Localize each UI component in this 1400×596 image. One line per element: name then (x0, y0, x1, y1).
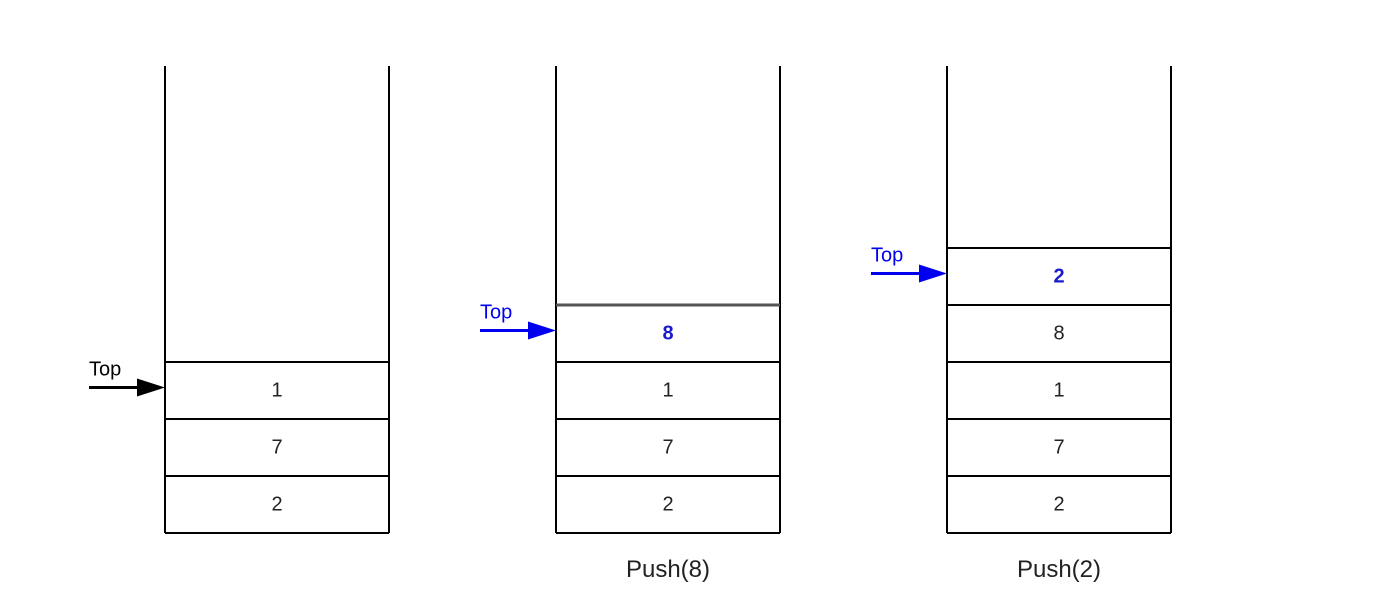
top-pointer-arrow (89, 378, 165, 397)
arrow-head (137, 378, 165, 397)
stack-caption: Push(8) (626, 556, 710, 583)
cell-value: 7 (662, 437, 673, 459)
cell-value: 1 (662, 380, 673, 402)
cell-value: 8 (1053, 323, 1064, 345)
new-cell-value: 8 (662, 323, 673, 345)
top-label: Top (89, 359, 121, 381)
cell-value: 7 (1053, 437, 1064, 459)
cell-value: 2 (271, 494, 282, 516)
cell-value: 2 (662, 494, 673, 516)
cell-value: 2 (1053, 494, 1064, 516)
new-cell-value: 2 (1053, 266, 1064, 288)
top-label: Top (871, 245, 903, 267)
stack-1: 1 7 2 Top (89, 66, 390, 534)
cell-value: 1 (271, 380, 282, 402)
top-pointer-arrow (480, 321, 556, 340)
arrow-head (528, 321, 556, 340)
top-pointer-arrow (871, 264, 947, 283)
stack-caption: Push(2) (1017, 556, 1101, 583)
cell-value: 7 (271, 437, 282, 459)
cell-value: 1 (1053, 380, 1064, 402)
top-label: Top (480, 302, 512, 324)
arrow-head (919, 264, 947, 283)
